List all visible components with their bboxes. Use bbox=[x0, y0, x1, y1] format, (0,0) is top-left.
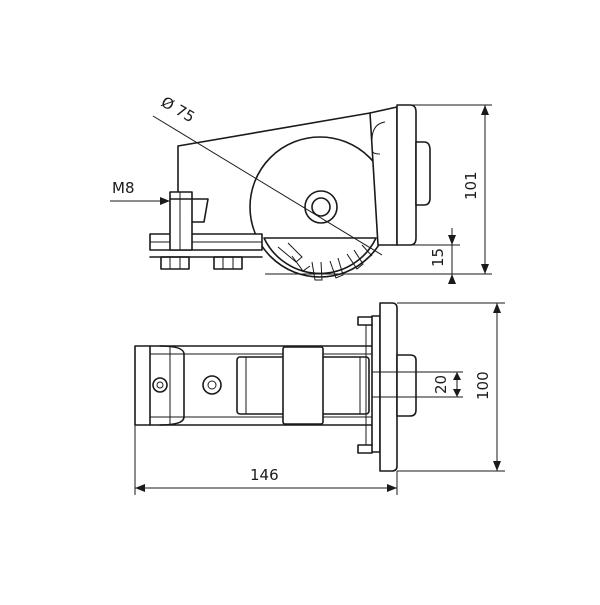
m8-bolt-body bbox=[169, 191, 193, 251]
flange-boss-top bbox=[396, 354, 417, 417]
pin-bottom bbox=[357, 444, 373, 454]
rail-end bbox=[134, 345, 151, 426]
length-label: 146 bbox=[250, 466, 279, 484]
diameter-label: Ø 75 bbox=[158, 93, 198, 126]
side-view: Ø 75 M8 101 15 bbox=[110, 93, 492, 284]
wheel-width-label: 20 bbox=[432, 375, 450, 394]
bolt-right bbox=[202, 375, 222, 395]
width-label: 100 bbox=[474, 371, 492, 400]
flange-edge bbox=[371, 315, 381, 453]
axle-inner bbox=[311, 197, 331, 217]
wheel-spokes bbox=[277, 242, 373, 281]
flange-detail bbox=[371, 121, 386, 155]
flange-plate bbox=[396, 104, 417, 246]
flange-top bbox=[379, 302, 398, 472]
offset-label: 15 bbox=[429, 248, 447, 267]
thread-label: M8 bbox=[112, 179, 135, 197]
diameter-leader bbox=[152, 115, 383, 256]
flange-boss bbox=[415, 141, 431, 206]
height-label: 101 bbox=[462, 171, 480, 200]
wheel-hub-top bbox=[282, 346, 324, 425]
top-view: 100 20 146 bbox=[134, 302, 505, 495]
pin-top bbox=[357, 316, 373, 326]
m8-bolt-head bbox=[169, 198, 209, 223]
rail-clip bbox=[159, 345, 185, 426]
wheel-rim bbox=[263, 237, 377, 275]
nut-left bbox=[160, 256, 190, 270]
nut-right bbox=[213, 256, 243, 270]
bolt-left bbox=[152, 377, 168, 393]
rail-body bbox=[149, 345, 373, 426]
